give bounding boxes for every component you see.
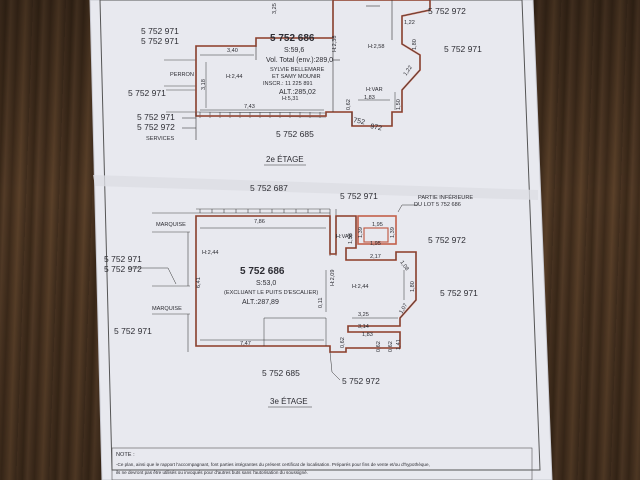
floor3-neighbor-right-lower: 5 752 971 bbox=[440, 288, 478, 298]
floor3-plan bbox=[152, 208, 417, 353]
floor3-dim-141: 1,41 bbox=[396, 339, 402, 350]
floor2-volume: Vol. Total (env.):289,0 bbox=[266, 57, 333, 64]
floor3-partie-line1: PARTIE INFÉRIEURE bbox=[418, 194, 473, 201]
floor3-neighbor-bottom-right: 5 752 972 bbox=[342, 376, 380, 386]
floor2-dim-325: 3,25 bbox=[272, 3, 278, 14]
floor2-neighbor-left-lower-1: 5 752 971 bbox=[137, 112, 175, 122]
floor2-dim-062: 0,62 bbox=[346, 99, 352, 110]
floor2-label-services: SERVICES bbox=[146, 136, 174, 142]
floor2-owner-line1: SYLVIE BELLEMARE bbox=[270, 67, 325, 73]
floor3-dim-139: 1,39 bbox=[358, 227, 364, 238]
floor3-height-var: H:VAR bbox=[336, 234, 353, 240]
floor3-dim-107: 1,07 bbox=[399, 303, 410, 315]
floor3-partie-leader bbox=[397, 204, 418, 213]
floor3-dim-062a: 0,62 bbox=[340, 337, 346, 348]
floor2-lot-inner bbox=[195, 0, 431, 127]
floor2-plan bbox=[164, 0, 431, 140]
floor3-dim-011: 0,11 bbox=[318, 298, 324, 308]
floor3-dim-158: 1,58 bbox=[348, 233, 354, 244]
floor3-dim-747: 7,47 bbox=[240, 341, 251, 347]
floor2-neighbor-left-upper-2: 5 752 971 bbox=[141, 36, 179, 46]
floor2-lot-number: 5 752 686 bbox=[270, 33, 315, 44]
floor3-neighbor-bottom-left: 5 752 685 bbox=[262, 368, 300, 378]
floor3-dim-180: 1,80 bbox=[410, 281, 416, 292]
floor3-dim-108: 1,08 bbox=[398, 260, 409, 272]
floor3-label-marquise-bottom: MARQUISE bbox=[152, 306, 182, 312]
floor3-exclusion: (EXCLUANT LE PUITS D'ESCALIER) bbox=[224, 290, 318, 296]
floor3-dim-217: 2,17 bbox=[370, 254, 381, 260]
floor3-neighbor-top-right: 5 752 971 bbox=[340, 191, 378, 201]
paper-fold bbox=[93, 175, 538, 200]
floor3-bottom-leader bbox=[329, 351, 341, 381]
floor2-dim-180: 1,80 bbox=[412, 39, 418, 50]
floor3-lot-inner bbox=[195, 215, 417, 353]
note-heading: NOTE : bbox=[116, 452, 135, 458]
note-line2: ils ne devront pas être utilisés ou invo… bbox=[116, 470, 308, 475]
floor3-title: 3e ÉTAGE bbox=[270, 397, 308, 406]
floor2-dim-752: 752 bbox=[353, 117, 366, 126]
floor2-height-244: H:2,44 bbox=[226, 74, 242, 80]
floor3-height-244: H:2,44 bbox=[202, 250, 218, 256]
floor2-dimension-lines bbox=[200, 54, 396, 111]
floor3-neighbor-right-upper: 5 752 972 bbox=[428, 235, 466, 245]
floor2-neighbor-top-right: 5 752 972 bbox=[428, 6, 466, 16]
paper-edge bbox=[89, 0, 553, 480]
floor3-height-244b: H:2,44 bbox=[352, 284, 368, 290]
floor2-dim-743: 7,43 bbox=[244, 104, 255, 110]
floor2-dim-340: 3,40 bbox=[227, 48, 238, 54]
paper-sheet bbox=[90, 0, 552, 480]
floor2-dim-150: 1,50 bbox=[396, 99, 402, 110]
floor3-neighbor-top: 5 752 687 bbox=[250, 183, 288, 193]
floor2-height-var: H:VAR bbox=[366, 87, 383, 93]
floor2-title: 2e ÉTAGE bbox=[266, 155, 304, 164]
floor3-lot-number: 5 752 686 bbox=[240, 266, 285, 277]
floor3-neighbor-left-lower: 5 752 971 bbox=[114, 326, 152, 336]
floor2-height-531: H:5,31 bbox=[282, 96, 298, 102]
floor2-neighbor-left-lower-2: 5 752 972 bbox=[137, 122, 175, 132]
floor3-partie-line2: DU LOT 5 752 686 bbox=[414, 202, 461, 208]
floor3-dim-786: 7,86 bbox=[254, 219, 265, 225]
floor2-interior bbox=[195, 0, 393, 140]
floor2-neighbor-bottom: 5 752 685 bbox=[276, 129, 314, 139]
floor3-dim-062c: 0,62 bbox=[388, 341, 394, 352]
floor2-dim-318: 3,18 bbox=[201, 79, 207, 90]
note-box bbox=[111, 447, 533, 480]
floor2-area: S:59,6 bbox=[284, 47, 304, 54]
floor3-dim-139b: 1,39 bbox=[390, 227, 396, 238]
floor3-altitude: ALT.:287,89 bbox=[242, 299, 279, 306]
floor2-dim-122a: 1,22 bbox=[404, 20, 415, 26]
floor3-stair-box-outer bbox=[357, 215, 397, 245]
floor3-height-209: H:2,09 bbox=[330, 270, 336, 286]
floor3-dim-195a: 1,95 bbox=[372, 222, 383, 228]
floor2-height-258: H:2,58 bbox=[368, 44, 384, 50]
floor2-neighbor-right: 5 752 971 bbox=[444, 44, 482, 54]
floor2-height-238: H:2,38 bbox=[332, 36, 338, 52]
floor2-dim-122b: 1,22 bbox=[403, 65, 414, 77]
floor2-dim-972: 972 bbox=[370, 123, 383, 132]
floor2-owner-line2: ET SAMY MOUNIR bbox=[272, 74, 321, 80]
floor3-neighbor-left-1: 5 752 971 bbox=[104, 254, 142, 264]
floor2-label-perron: PERRON bbox=[170, 72, 194, 78]
note-line1: -Ce plan, ainsi que le rapport l'accompa… bbox=[116, 462, 430, 467]
floor3-label-marquise-top: MARQUISE bbox=[156, 222, 186, 228]
floor2-inscription: INSCR.: 11 225 891 bbox=[263, 81, 313, 87]
sheet-border bbox=[99, 0, 541, 471]
floor3-dim-641: 6,41 bbox=[196, 277, 202, 288]
floor3-interior bbox=[200, 227, 405, 346]
floor3-area: S:53,0 bbox=[256, 280, 276, 287]
floor2-dim-183: 1,83 bbox=[364, 95, 375, 101]
floor3-dim-183: 1,83 bbox=[362, 332, 373, 338]
floor3-dim-314: 3,14 bbox=[358, 324, 369, 330]
floor3-stair-box-inner bbox=[363, 227, 389, 243]
floor2-altitude: ALT.:285,02 bbox=[279, 89, 316, 96]
floor3-dim-325: 3,25 bbox=[358, 312, 369, 318]
floor3-left-leader bbox=[128, 267, 177, 285]
floor3-neighbor-left-2: 5 752 972 bbox=[104, 264, 142, 274]
floor3-dim-062b: 0,62 bbox=[376, 341, 382, 352]
floor3-dim-195b: 1,95 bbox=[370, 241, 381, 247]
floor2-neighbor-left-upper-1: 5 752 971 bbox=[141, 26, 179, 36]
floor2-neighbor-left-mid: 5 752 971 bbox=[128, 88, 166, 98]
